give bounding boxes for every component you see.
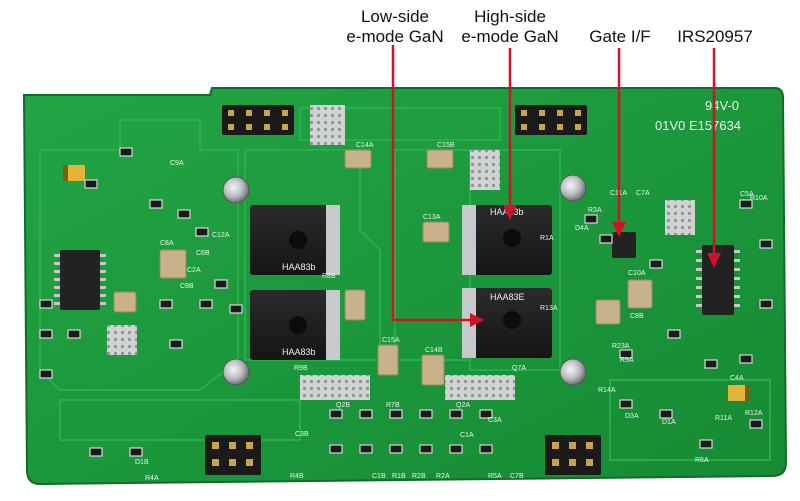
designator: C9B xyxy=(180,283,194,290)
designator: R23A xyxy=(612,343,630,350)
designator: R3A xyxy=(588,207,602,214)
gan-transistor-low-side-top xyxy=(250,205,340,275)
high-side-line1: High-side xyxy=(474,7,546,26)
designators: C14A C15B C13A R13A R14A C15A C14B R7B C… xyxy=(135,142,768,482)
mounting-screws xyxy=(222,174,587,386)
gate-if-label: Gate I/F xyxy=(589,27,651,46)
designator: D4A xyxy=(575,225,589,232)
designator: R4A xyxy=(145,475,159,482)
designator: C4A xyxy=(730,375,744,382)
designator: D3A xyxy=(625,413,639,420)
designator: R6A xyxy=(695,457,709,464)
designator: Q2A xyxy=(456,402,470,409)
designator: C1A xyxy=(460,432,474,439)
board-rating: 94V-0 xyxy=(705,98,739,113)
irs20957-label: IRS20957 xyxy=(677,27,753,46)
device-marking: HAA83b xyxy=(282,262,316,272)
bottom-right-header xyxy=(545,435,601,475)
designator: C8A xyxy=(160,240,174,247)
designator: R1A xyxy=(540,235,554,242)
irs20957-ic xyxy=(696,245,740,315)
designator: C5A xyxy=(740,191,754,198)
designator: C7A xyxy=(636,190,650,197)
gan-transistor-low-side-bottom xyxy=(250,290,340,360)
designator: C15A xyxy=(382,337,400,344)
gan-transistor-high-side-top xyxy=(462,205,552,275)
designator: R5A xyxy=(488,473,502,480)
top-right-header xyxy=(515,105,587,135)
designator: R10A xyxy=(750,195,768,202)
top-left-header xyxy=(222,105,294,135)
designator: C9A xyxy=(170,160,184,167)
pcb-board xyxy=(22,87,788,486)
annotation-arrows xyxy=(391,45,721,327)
smd-resistors xyxy=(39,147,773,457)
high-side-gan-label: High-side e-mode GaN xyxy=(440,7,580,47)
designator: C12A xyxy=(212,232,230,239)
designator: C8B xyxy=(630,313,644,320)
designator: R9B xyxy=(294,365,308,372)
gate-interface-ic xyxy=(612,232,636,258)
tantalum-capacitors xyxy=(63,165,750,401)
gan-transistor-high-side-bottom xyxy=(462,288,552,358)
low-side-gan-label: Low-side e-mode GaN xyxy=(325,7,465,47)
via-fields xyxy=(107,105,695,400)
designator: R8B xyxy=(322,273,336,280)
designator: R2A xyxy=(436,473,450,480)
device-marking: HAA83b xyxy=(282,347,316,357)
designator: C13A xyxy=(423,214,441,221)
device-marking: HAA83E xyxy=(490,292,525,302)
designator: C3B xyxy=(295,431,309,438)
high-side-line2: e-mode GaN xyxy=(461,27,559,46)
designator: R4B xyxy=(290,473,304,480)
designator: R9A xyxy=(620,357,634,364)
designator: C7B xyxy=(510,473,524,480)
designator: C1B xyxy=(372,473,386,480)
designator: D1B xyxy=(135,459,149,466)
designator: D1A xyxy=(662,419,676,426)
ceramic-capacitors xyxy=(113,149,653,386)
designator: C3A xyxy=(488,417,502,424)
designator: Q7A xyxy=(512,365,526,372)
bottom-left-header xyxy=(205,435,261,475)
designator: R11A xyxy=(715,415,732,422)
designator: Q2B xyxy=(336,402,350,409)
low-side-line1: Low-side xyxy=(360,7,430,26)
designator: C6B xyxy=(196,250,210,257)
designator: C10A xyxy=(628,270,646,277)
designator: C15B xyxy=(437,142,455,149)
designator: R7B xyxy=(386,402,400,409)
low-side-line2: e-mode GaN xyxy=(346,27,444,46)
designator: R14A xyxy=(598,387,616,394)
designator: C2A xyxy=(187,267,201,274)
designator: R13A xyxy=(540,305,558,312)
designator: R2B xyxy=(412,473,426,480)
board-code: 01V0 E157634 xyxy=(655,118,741,133)
designator: C14A xyxy=(356,142,374,149)
designator: C14B xyxy=(425,347,443,354)
designator: R12A xyxy=(745,410,763,417)
driver-ic-left xyxy=(54,250,106,310)
designator: R1B xyxy=(392,473,406,480)
